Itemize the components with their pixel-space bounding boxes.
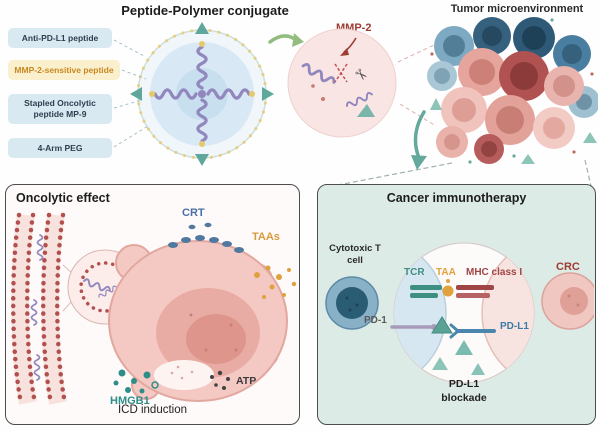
taa-antigen xyxy=(442,285,454,297)
icd-induction-caption: ICD induction xyxy=(117,404,188,416)
released-pdl1-peptide-triangle xyxy=(357,104,375,117)
free-peptide-triangle xyxy=(471,363,485,375)
legend-item-anti-pdl1: Anti-PD-L1 peptide xyxy=(8,28,112,48)
mhc-bar xyxy=(456,285,494,290)
oncolytic-panel: Oncolytic effect CRT TAAs HMGB1 ATP ICD … xyxy=(5,184,300,425)
immunotherapy-scene xyxy=(325,242,594,384)
tumor-microenvironment-label: Tumor microenvironment xyxy=(450,3,584,15)
pd1-label: PD-1 xyxy=(364,315,387,326)
anti-pdl1-arrow xyxy=(130,87,142,101)
immune-cells-blue xyxy=(427,17,598,118)
taa-label: TAA xyxy=(436,267,456,278)
tcr-bar xyxy=(410,285,442,290)
pore-forming-helices xyxy=(30,234,44,381)
debris-dot xyxy=(311,84,315,88)
crt-molecules xyxy=(168,222,244,253)
pdl1-receptor-fork xyxy=(449,323,460,333)
legend-item-4arm-peg: 4-Arm PEG xyxy=(8,138,112,158)
tumor-cell xyxy=(108,240,288,402)
cleavage-zoom: ✂ xyxy=(287,28,397,138)
pdl1-label: PD-L1 xyxy=(500,321,529,332)
hmgb1-molecules xyxy=(113,369,159,394)
anti-pdl1-arrow xyxy=(195,154,209,166)
mhc-label: MHC class I xyxy=(466,267,523,278)
mmp2-linker xyxy=(199,141,205,147)
taa-antigen xyxy=(446,279,450,283)
cleavage-site-mark xyxy=(334,63,348,83)
mmp2-linker xyxy=(249,91,255,97)
cell-membrane-bilayer xyxy=(11,212,68,406)
mmp2-linker xyxy=(149,91,155,97)
anti-pdl1-arrow xyxy=(262,87,274,101)
cytotoxic-t-cell-label: Cytotoxic T cell xyxy=(329,243,381,266)
legend-item-stapled-oncolytic: Stapled Oncolytic peptide MP-9 xyxy=(8,94,112,124)
figure-title: Peptide-Polymer conjugate xyxy=(121,3,289,18)
legend-item-mmp2-sensitive: MMP-2-sensitive peptide xyxy=(8,60,120,80)
taa-molecules xyxy=(254,265,297,299)
zoom-dashed-line xyxy=(332,162,453,187)
cleavage-circle xyxy=(287,28,397,138)
anti-pdl1-arrow xyxy=(195,22,209,34)
free-peptide-triangle xyxy=(432,357,448,370)
oncolytic-scene xyxy=(11,212,297,406)
to-panels-arrow xyxy=(413,110,426,160)
hmgb1-label: HMGB1 xyxy=(110,395,150,407)
pdl1-blockade-label: PD-L1 blockade xyxy=(441,378,487,404)
blockade-peptide-triangle xyxy=(431,316,453,334)
immunotherapy-panel-title: Cancer immunotherapy xyxy=(386,191,527,205)
crt-label: CRT xyxy=(182,207,205,219)
tumor-cluster xyxy=(427,17,598,164)
icd-patch xyxy=(154,360,214,390)
atp-label: ATP xyxy=(236,375,257,387)
tumor-cells-pink xyxy=(436,48,584,164)
debris-dot xyxy=(321,97,325,101)
tcr-label: TCR xyxy=(404,267,425,278)
cytotoxic-t-cell xyxy=(325,276,379,330)
immunotherapy-panel: Cancer immunotherapy Cytotoxic T cell TC… xyxy=(317,184,596,425)
immune-synapse-circle xyxy=(390,242,535,384)
free-peptide-triangle xyxy=(455,340,473,355)
conjugate-diagram xyxy=(130,22,274,166)
pdl1-receptor-fork xyxy=(449,329,460,339)
mhc-bar xyxy=(456,293,490,298)
crc-label: CRC xyxy=(556,261,580,273)
conjugate-center xyxy=(198,90,206,98)
oncolytic-panel-title: Oncolytic effect xyxy=(16,191,110,205)
tcr-bar xyxy=(410,293,438,298)
crc-cell xyxy=(541,272,594,330)
atp-molecules xyxy=(210,370,230,390)
mmp2-linker xyxy=(199,41,205,47)
taas-label: TAAs xyxy=(252,231,280,243)
